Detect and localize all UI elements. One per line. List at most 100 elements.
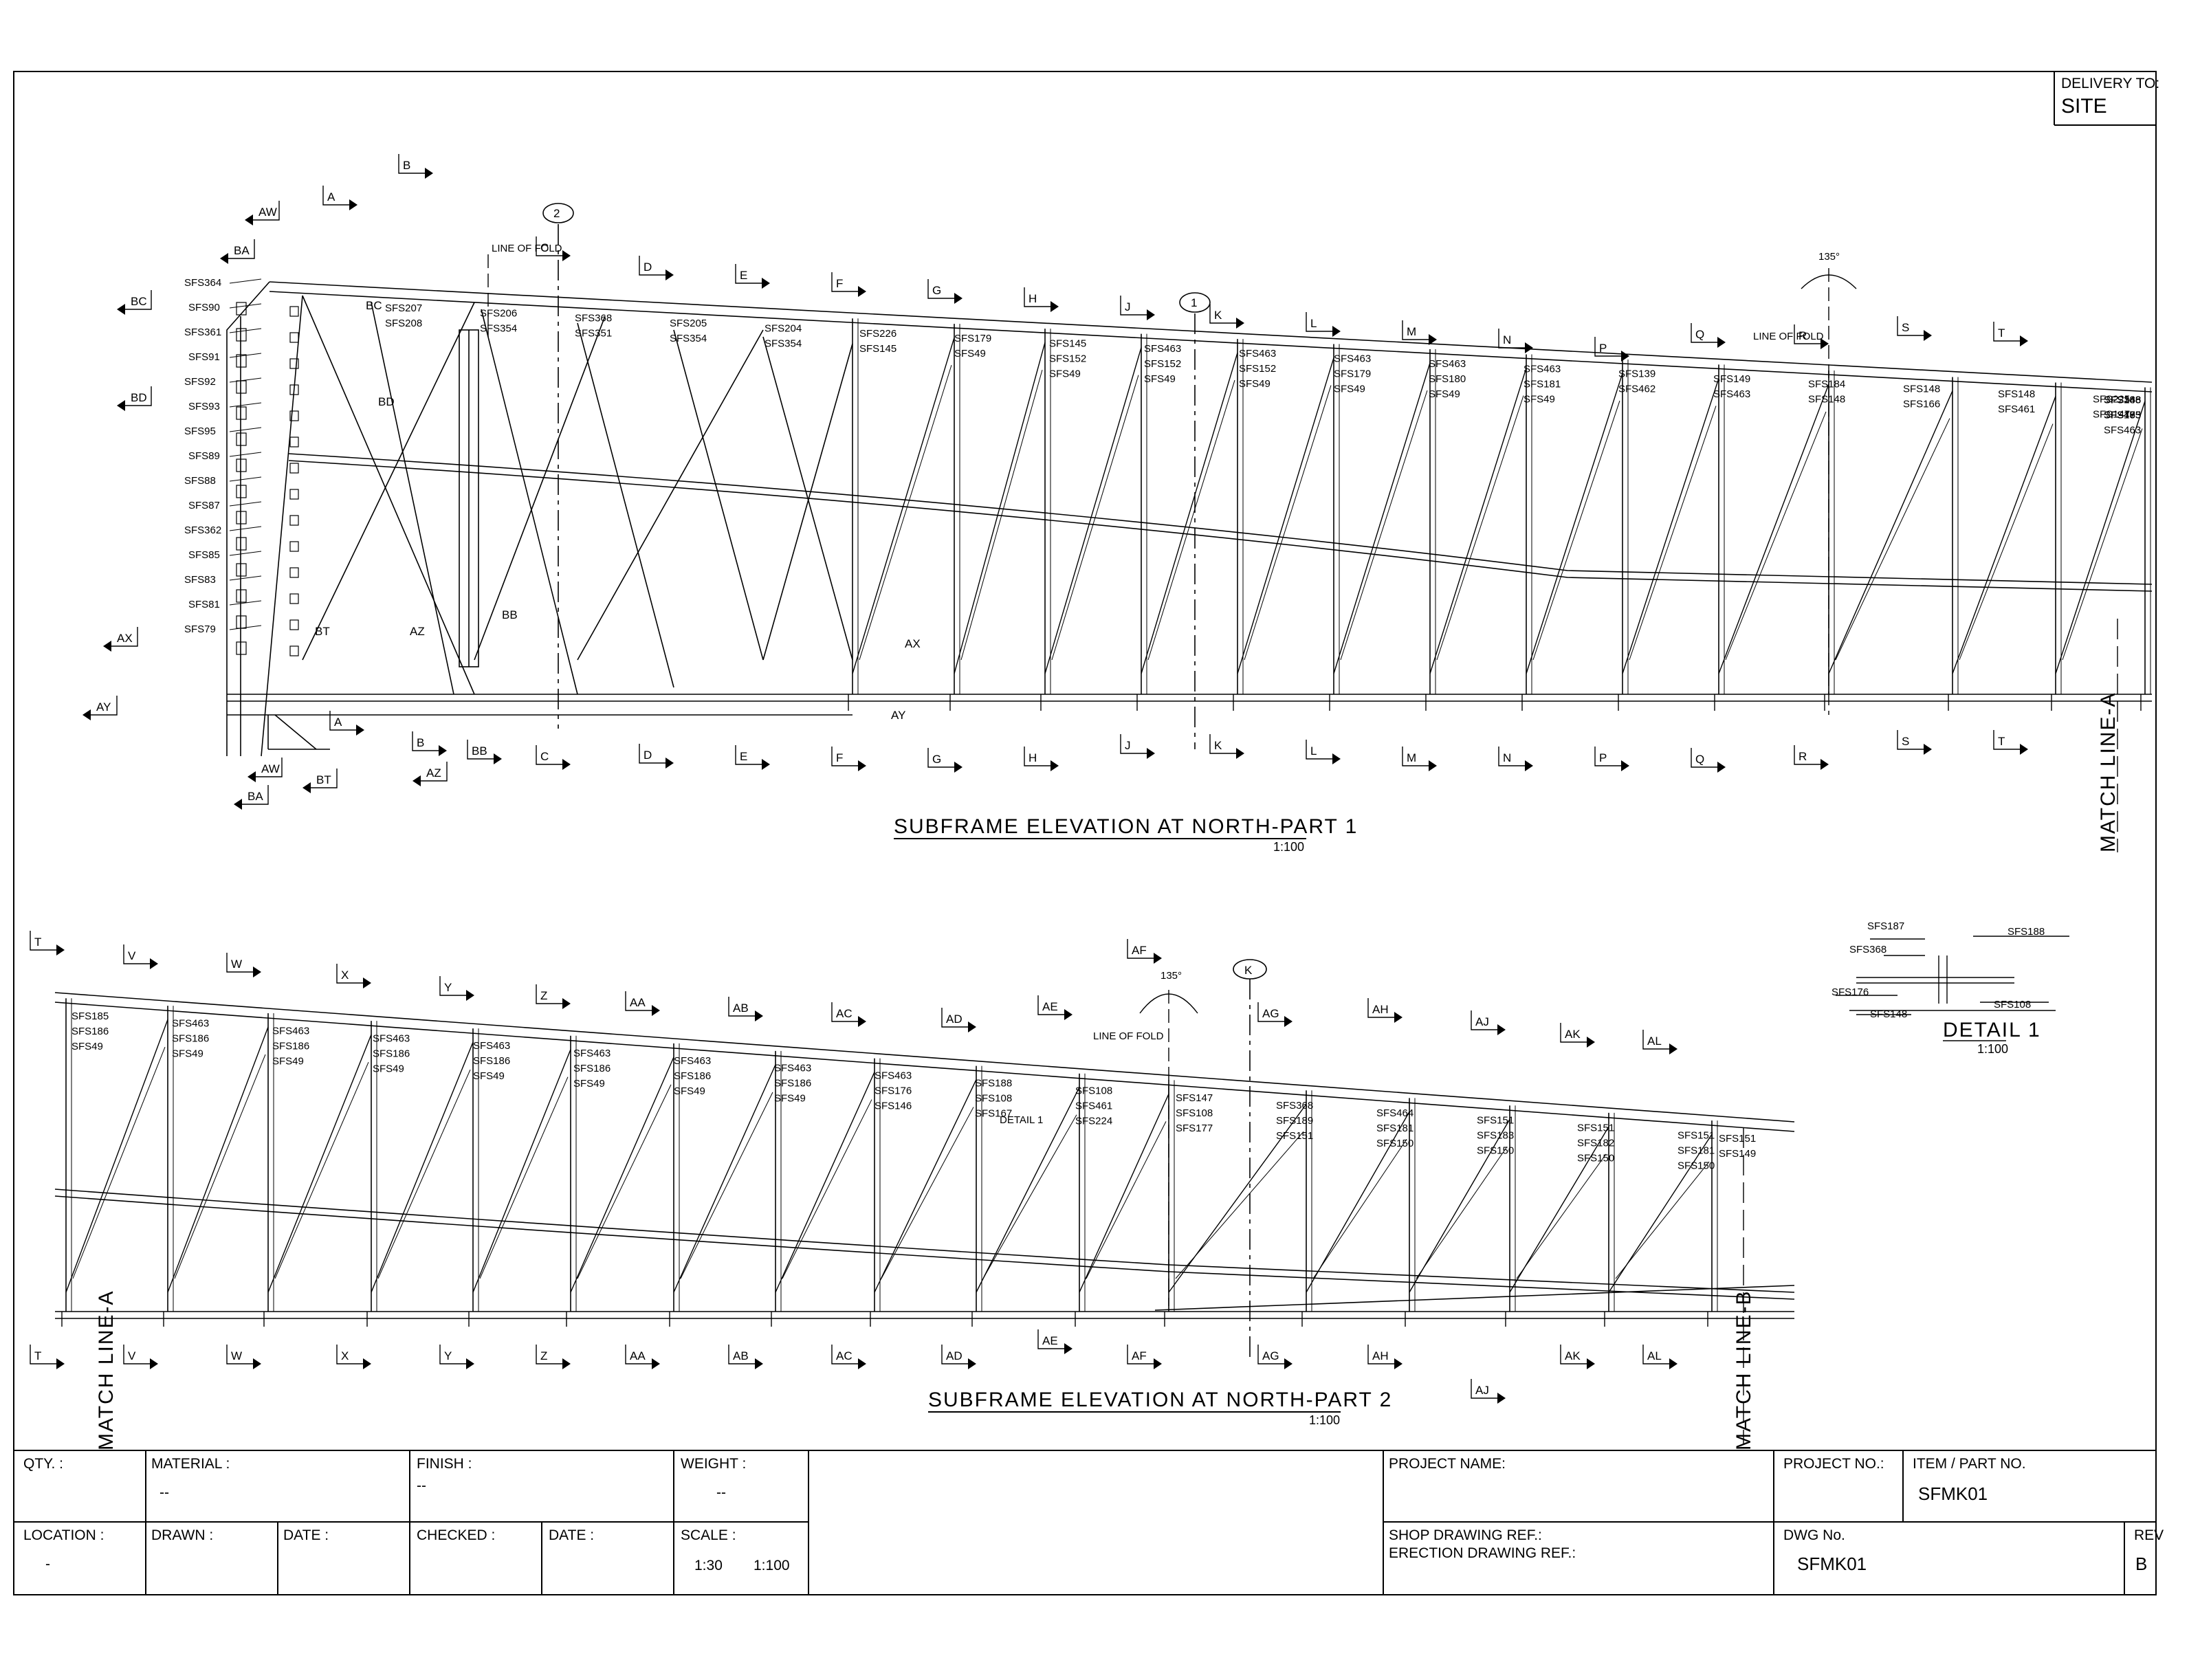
part1-member-label-11: SFS145 <box>859 343 896 355</box>
part2-section-bottom-4-flag <box>439 1345 466 1364</box>
part1-section-top-1-arrow <box>220 253 228 264</box>
part1-member-label-21: SFS152 <box>1239 363 1276 375</box>
part1-section-top-19-flag <box>1794 324 1820 344</box>
dwg-label: DWG No. <box>1783 1527 1845 1543</box>
part1-member-label-0: SFS207 <box>385 302 422 314</box>
part1-callout-2: BT <box>315 625 330 638</box>
part2-brace-10 <box>976 1087 1080 1293</box>
part1-brace-13 <box>2055 401 2146 674</box>
part1-section-top-1-flag <box>228 239 255 259</box>
part2-member-label-30: SFS108 <box>1075 1085 1112 1096</box>
detail1-label-0: SFS187 <box>1867 920 1904 932</box>
part1-member-label-47: SFS463 <box>2104 409 2141 421</box>
part2-section-top-13-label: AH <box>1372 1003 1389 1016</box>
part1-section-top-19-arrow <box>1820 338 1829 349</box>
part2-member-label-5: SFS49 <box>172 1048 204 1060</box>
part1-section-top-20-label: S <box>1902 321 1909 334</box>
part1-left-label-7: SFS89 <box>188 450 220 462</box>
part1-section-bottom-6-arrow <box>494 753 502 764</box>
part2-section-top-6-flag <box>625 991 652 1011</box>
part1-cleat-3 <box>236 380 247 394</box>
part1-cleat-13 <box>236 641 247 655</box>
part2-member-label-17: SFS49 <box>573 1078 605 1090</box>
part2-brace-b-13 <box>1312 1139 1407 1279</box>
part1-section-top-10-label: G <box>932 284 941 297</box>
part2-brace-b-5 <box>479 1076 569 1279</box>
part2-section-top-0-arrow <box>56 944 65 955</box>
part1-section-bottom-10-flag <box>831 747 858 766</box>
part1-cleat-6 <box>236 458 247 472</box>
part1-section-top-7-flag <box>639 256 666 276</box>
part1-section-bottom-2-flag <box>311 769 338 788</box>
part1-member-label-49: SFS185 <box>2104 409 2141 421</box>
part2-elevation <box>54 992 1795 1319</box>
part1-section-top-5-arrow <box>425 168 433 179</box>
detail1-label-2: SFS368 <box>1849 944 1886 955</box>
part1-left-leader-14 <box>229 625 262 630</box>
part2-section-top-15-arrow <box>1587 1037 1595 1048</box>
part1-section-bottom-16-flag <box>1402 747 1429 766</box>
part2-section-bottom-1-flag <box>123 1345 150 1364</box>
part1-section-bottom-13-arrow <box>1147 748 1155 759</box>
part1-cleat-b-0 <box>289 306 299 317</box>
part1-cleat-10 <box>236 563 247 577</box>
part2-brace-b-4 <box>377 1069 471 1279</box>
part1-section-top-0-arrow <box>245 214 253 225</box>
part1-cleat-4 <box>236 406 247 420</box>
part1-section-top-15-flag <box>1402 320 1429 340</box>
part2-member-label-13: SFS186 <box>473 1055 510 1067</box>
part1-brace-7 <box>1429 368 1527 674</box>
part1-section-bottom-17-flag <box>1498 747 1525 766</box>
part1-section-top-3-label: BD <box>131 391 147 404</box>
part1-callout-1: BD <box>378 395 395 408</box>
part2-member-label-37: SFS189 <box>1276 1115 1313 1127</box>
part1-left-label-3: SFS91 <box>188 351 220 363</box>
detail1-scale: 1:100 <box>1977 1042 2008 1056</box>
part2-member-label-6: SFS463 <box>272 1025 309 1037</box>
part1-section-top-7-arrow <box>666 269 674 280</box>
part2-member-label-26: SFS146 <box>874 1101 912 1112</box>
part2-section-top-16-label: AL <box>1647 1035 1662 1048</box>
material-value: -- <box>160 1485 169 1501</box>
part1-brace-2 <box>954 342 1046 674</box>
part1-section-bottom-12-label: H <box>1028 751 1037 764</box>
part2-section-bottom-15-label: AK <box>1565 1349 1581 1362</box>
date-label: DATE : <box>283 1527 329 1543</box>
part1-cleat-11 <box>236 589 247 603</box>
part1-left-leader-12 <box>229 575 262 581</box>
part1-member-label-19: SFS49 <box>1144 373 1176 385</box>
detail1-label-3: SFS176 <box>1832 986 1869 998</box>
part1-cleat-b-4 <box>289 410 299 421</box>
part1-section-top-18-label: Q <box>1695 328 1704 341</box>
part2-section-bottom-7-flag <box>728 1345 755 1364</box>
part1-section-bottom-23-label: AX <box>117 632 133 645</box>
part1-section-bottom-13-label: J <box>1125 739 1131 752</box>
part2-member-label-21: SFS463 <box>774 1063 811 1074</box>
part2-member-label-46: SFS182 <box>1577 1138 1614 1149</box>
part2-member-label-9: SFS463 <box>373 1032 410 1044</box>
grid-bubble-k-label: K <box>1244 964 1253 977</box>
part1-cleat-2 <box>236 354 247 368</box>
part1-section-top-15-arrow <box>1429 334 1437 345</box>
part1-section-top-21-arrow <box>2020 335 2028 346</box>
part1-left-leader-5 <box>229 402 262 408</box>
grid-bubble-2-label: 2 <box>553 207 560 220</box>
part1-left-leader-6 <box>229 427 262 432</box>
project-no-label: PROJECT NO.: <box>1783 1456 1884 1472</box>
part2-brace-11 <box>1079 1094 1169 1293</box>
part1-brace-9 <box>1622 378 1719 674</box>
dwg-value: SFMK01 <box>1797 1554 1867 1574</box>
part2-member-label-10: SFS186 <box>373 1048 410 1059</box>
part2-section-bottom-2-flag <box>226 1345 253 1364</box>
part1-section-bottom-9-arrow <box>762 759 770 770</box>
part1-section-top-8-arrow <box>762 278 770 289</box>
part2-member-label-43: SFS183 <box>1477 1130 1514 1142</box>
part2-brace-8 <box>775 1072 875 1293</box>
part2-member-label-3: SFS463 <box>172 1018 209 1030</box>
part1-section-top-0-flag <box>253 201 280 221</box>
part2-member-label-31: SFS461 <box>1075 1100 1112 1112</box>
location-label: LOCATION : <box>23 1527 104 1543</box>
part2-scale: 1:100 <box>1309 1413 1340 1427</box>
part1-left-label-8: SFS88 <box>184 475 216 487</box>
grid-line-k <box>1233 959 1267 1361</box>
